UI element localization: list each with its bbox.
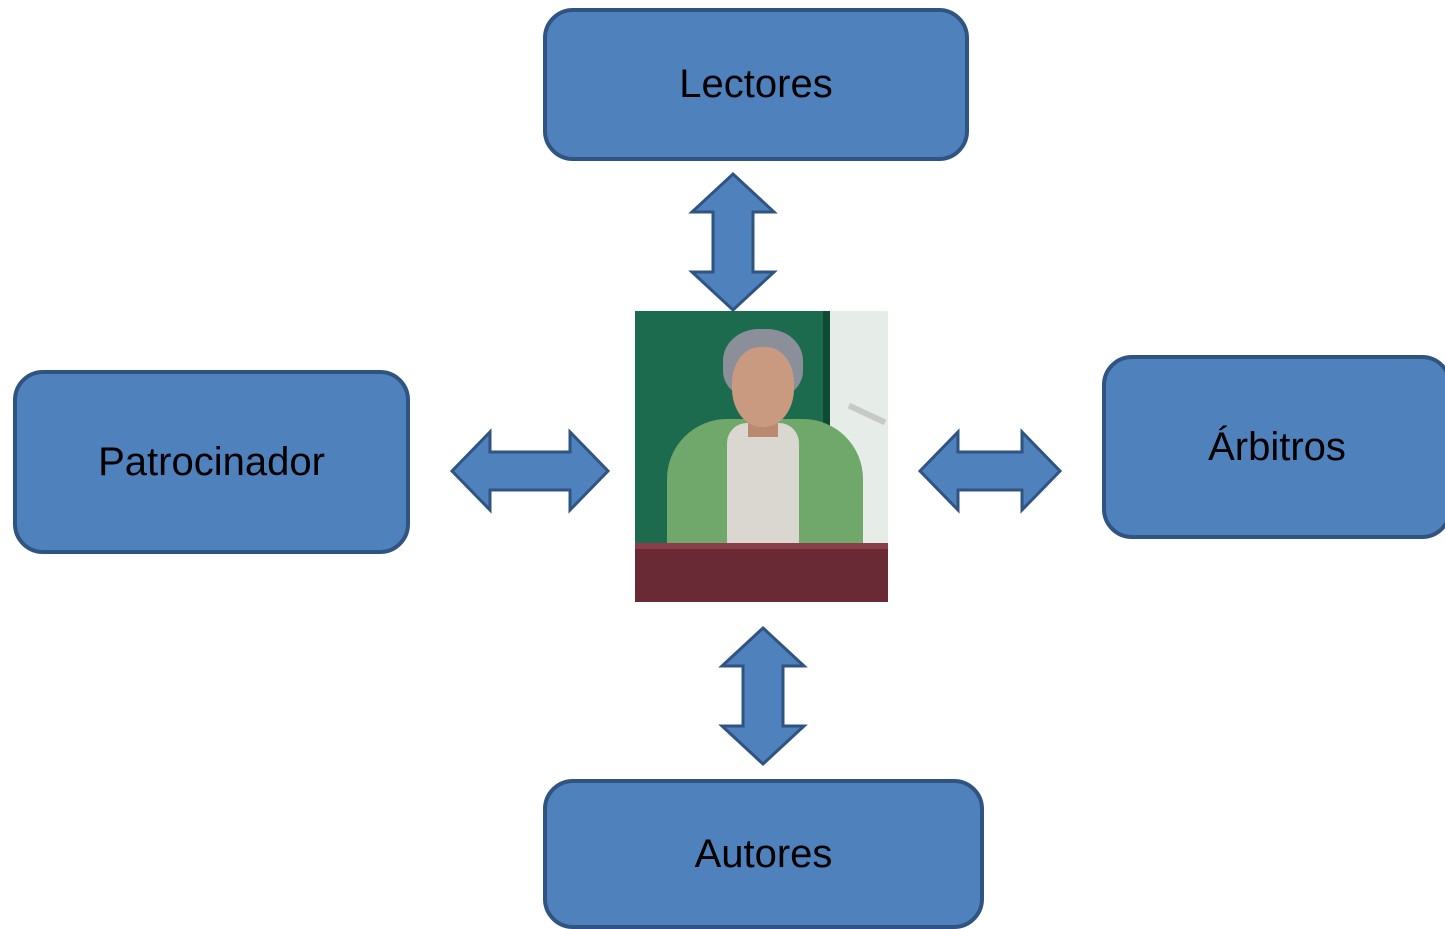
- double-arrow-lectores-shape: [688, 171, 778, 313]
- photo-table: [635, 549, 888, 602]
- node-arbitros: Árbitros: [1102, 355, 1445, 539]
- node-arbitros-label: Árbitros: [1208, 424, 1346, 469]
- double-arrow-patrocinador: [449, 428, 611, 514]
- photo-face: [732, 347, 794, 427]
- double-arrow-patrocinador-shape: [449, 428, 611, 514]
- node-patrocinador: Patrocinador: [13, 370, 410, 554]
- double-arrow-arbitros: [917, 428, 1063, 514]
- double-arrow-lectores: [688, 171, 778, 313]
- photo-table-edge: [635, 543, 888, 553]
- double-arrow-arbitros-shape: [917, 428, 1063, 514]
- double-arrow-autores: [718, 625, 808, 767]
- node-patrocinador-label: Patrocinador: [98, 439, 325, 484]
- double-arrow-autores-shape: [718, 625, 808, 767]
- node-autores-label: Autores: [694, 831, 833, 876]
- node-lectores: Lectores: [543, 8, 969, 161]
- central-person-photo: [635, 311, 888, 602]
- node-lectores-label: Lectores: [679, 62, 833, 106]
- node-autores: Autores: [543, 779, 984, 929]
